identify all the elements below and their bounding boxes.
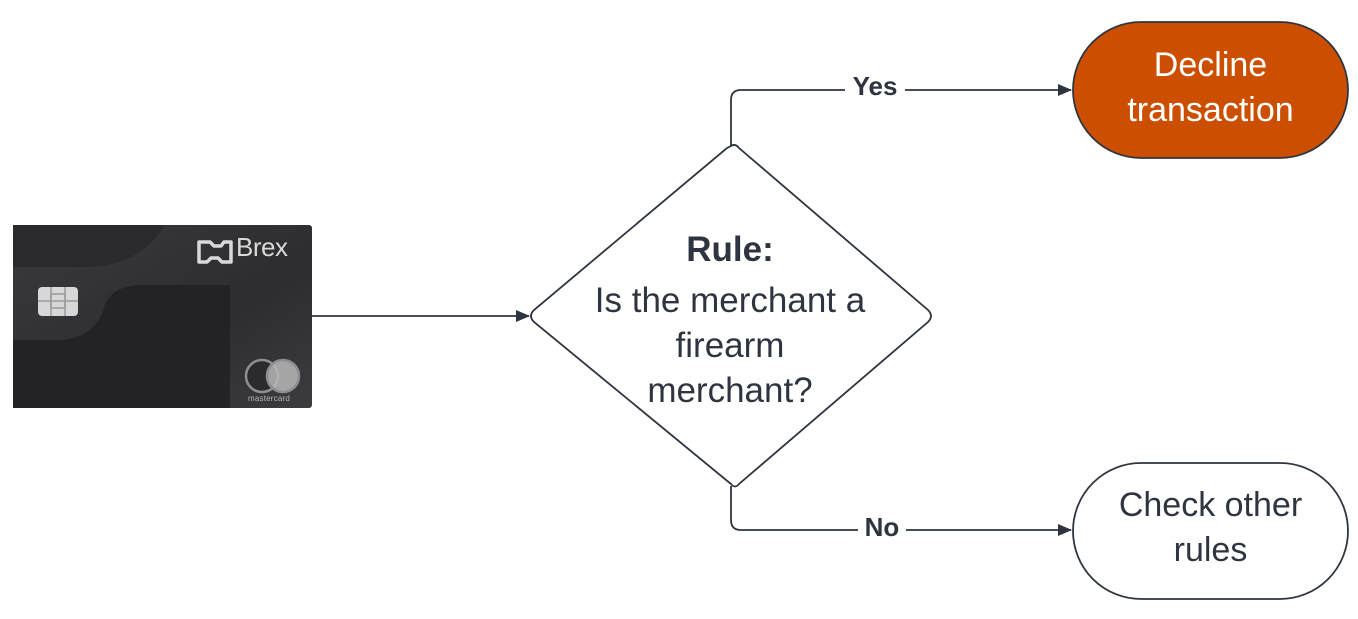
chip-icon [38, 287, 78, 316]
rule-question: Is the merchant a firearm merchant? [560, 278, 900, 413]
no-branch-label: No [858, 512, 906, 543]
check-outcome-text: Check other rules [1078, 483, 1343, 573]
check-outcome-node [1072, 462, 1349, 600]
decline-outcome-node [1072, 21, 1349, 159]
rule-question-line: merchant? [647, 371, 813, 410]
brex-logo-icon [197, 240, 233, 264]
card-network-text: mastercard [248, 394, 291, 403]
card-stripe [13, 225, 165, 267]
card-panel [13, 285, 230, 408]
check-line: Check other [1118, 486, 1303, 524]
rule-question-line: firearm [675, 326, 785, 365]
connector-no [730, 486, 1072, 536]
yes-branch-label: Yes [845, 71, 905, 102]
decline-line: transaction [1127, 91, 1294, 129]
credit-card [13, 225, 312, 408]
mastercard-logo-icon [244, 358, 301, 394]
card-brand-text: Brex [236, 232, 288, 262]
decline-line: Decline [1153, 46, 1268, 84]
decline-outcome-text: Decline transaction [1078, 43, 1343, 133]
rule-question-line: Is the merchant a [594, 281, 866, 320]
check-line: rules [1173, 531, 1248, 569]
decision-diamond [530, 143, 932, 488]
rule-title: Rule: [686, 230, 774, 269]
connector-yes [730, 84, 1072, 146]
